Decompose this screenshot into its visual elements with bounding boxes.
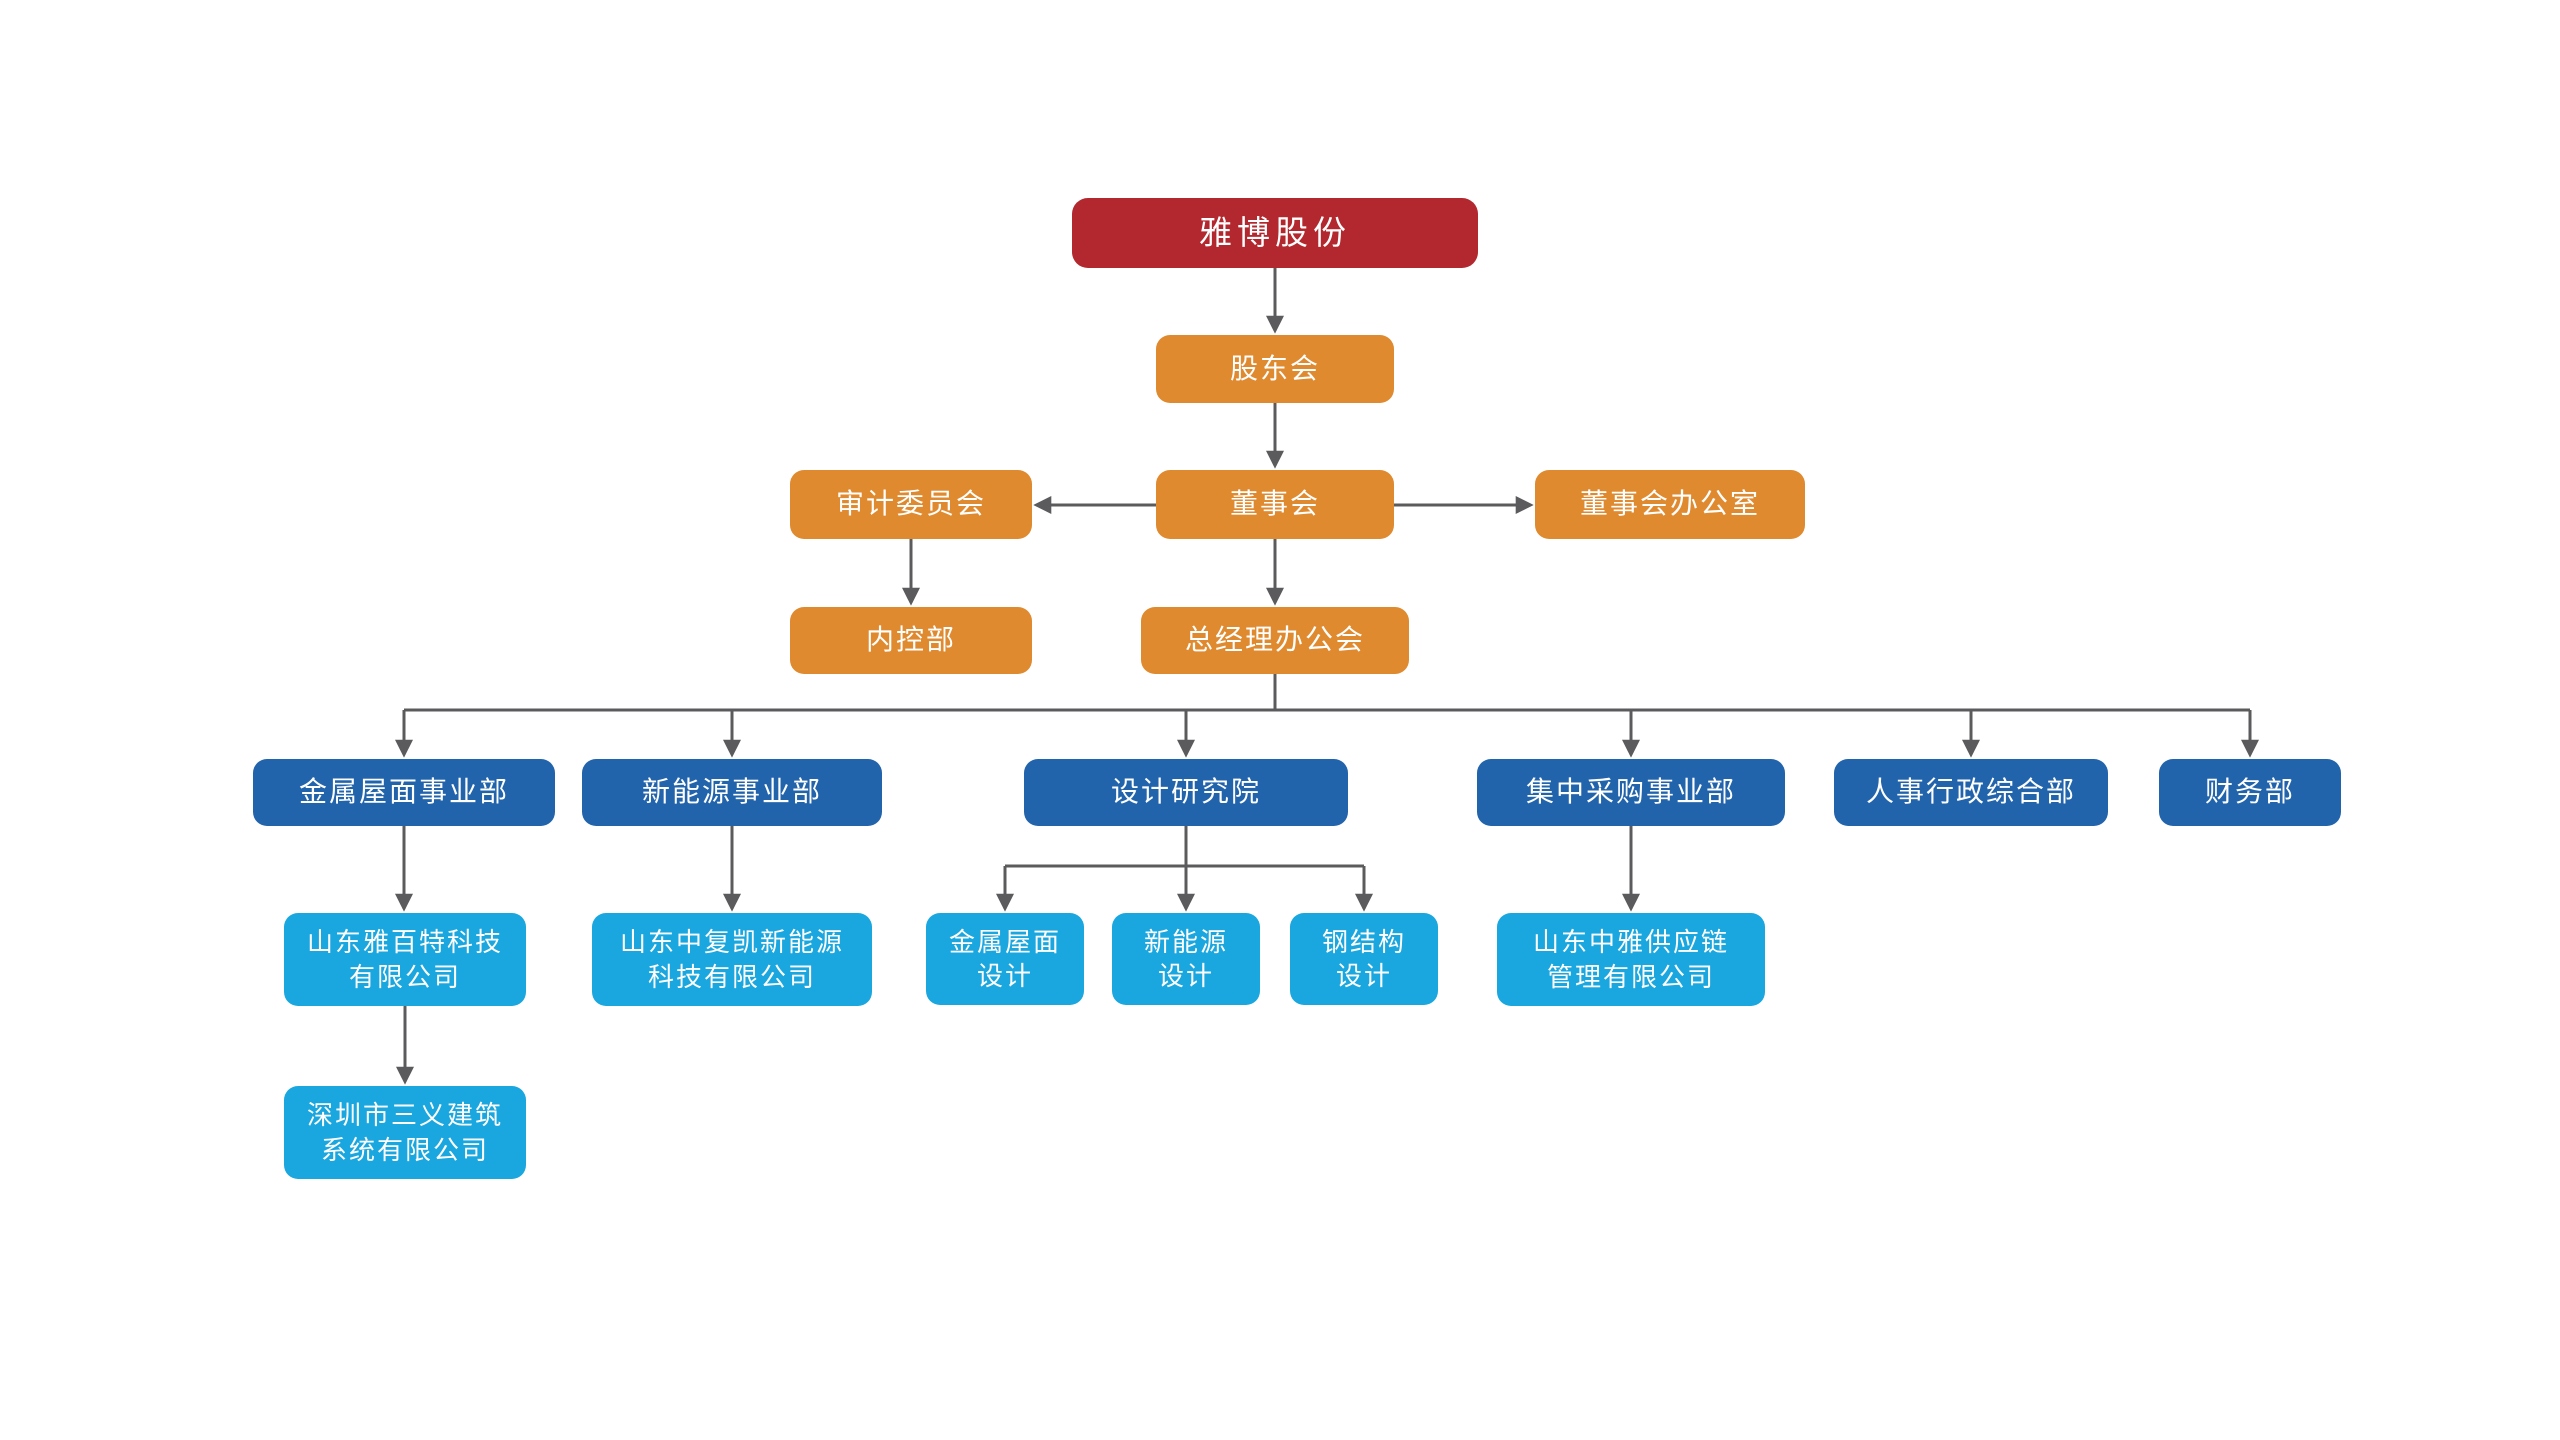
node-new-energy-division: 新能源事业部 bbox=[582, 759, 882, 826]
node-internal-control-dept: 内控部 bbox=[790, 607, 1032, 674]
node-hr-admin-dept: 人事行政综合部 bbox=[1834, 759, 2108, 826]
node-new-energy-design: 新能源 设计 bbox=[1112, 913, 1260, 1005]
node-metal-roofing-division: 金属屋面事业部 bbox=[253, 759, 555, 826]
node-steel-structure-design: 钢结构 设计 bbox=[1290, 913, 1438, 1005]
node-zhongya-company: 山东中雅供应链 管理有限公司 bbox=[1497, 913, 1765, 1006]
node-board-office: 董事会办公室 bbox=[1535, 470, 1805, 539]
node-gm-office-meeting: 总经理办公会 bbox=[1141, 607, 1409, 674]
node-shareholders-meeting: 股东会 bbox=[1156, 335, 1394, 403]
node-board-of-directors: 董事会 bbox=[1156, 470, 1394, 539]
node-zhongfukai-company: 山东中复凯新能源 科技有限公司 bbox=[592, 913, 872, 1006]
node-audit-committee: 审计委员会 bbox=[790, 470, 1032, 539]
node-metal-roofing-design: 金属屋面 设计 bbox=[926, 913, 1084, 1005]
node-yabo-holdings: 雅博股份 bbox=[1072, 198, 1478, 268]
node-yabaite-company: 山东雅百特科技 有限公司 bbox=[284, 913, 526, 1006]
node-design-institute: 设计研究院 bbox=[1024, 759, 1348, 826]
node-finance-dept: 财务部 bbox=[2159, 759, 2341, 826]
node-sanyi-company: 深圳市三义建筑 系统有限公司 bbox=[284, 1086, 526, 1179]
node-procurement-division: 集中采购事业部 bbox=[1477, 759, 1785, 826]
